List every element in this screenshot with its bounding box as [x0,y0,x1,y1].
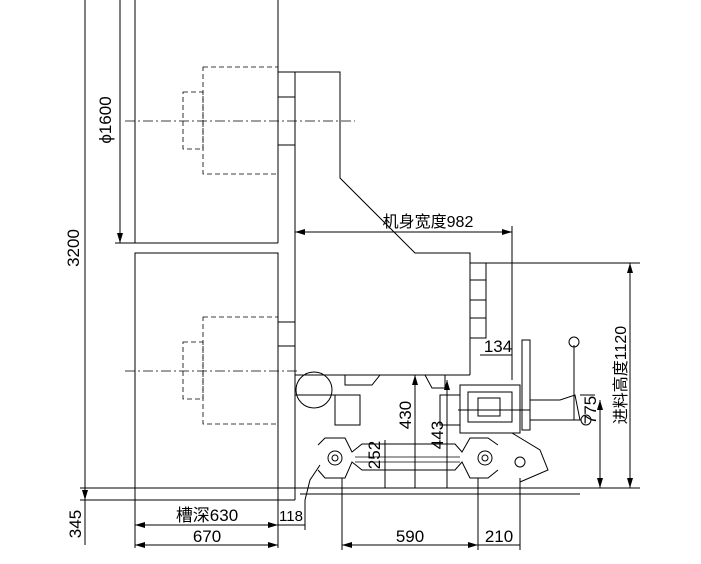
dim-3200-label: 3200 [64,229,83,267]
dim-134-label: 134 [484,337,512,356]
overall-height-dimension: 3200 [64,0,135,501]
machine-width-dimension: 机身宽度982 [295,213,513,380]
upper-roller-housing [125,0,355,244]
dim-d1600-label: ϕ1600 [96,96,115,143]
dim-775-label: 775 [581,396,600,424]
dim-430-label: 430 [396,401,415,429]
vertical-dimensions: 430 443 252 [365,375,450,488]
dim-590-label: 590 [396,527,424,546]
dim-670-label: 670 [193,527,221,546]
dim-345-label: 345 [66,510,85,538]
machine-frame [278,71,487,500]
feed-height-dimension: 进料高度1120 775 [486,262,640,488]
dim-630-label: 槽深630 [176,506,238,525]
roller-diameter-dimension: ϕ1600 [96,0,135,244]
dim-210-label: 210 [485,527,513,546]
dim-1120-label: 进料高度1120 [612,326,630,425]
bottom-dimensions: 345 槽深630 118 670 590 210 [66,478,521,550]
lower-roller-housing [125,252,300,501]
dim-118-label: 118 [279,508,303,525]
base-lines [80,487,640,501]
dim-252-label: 252 [365,441,384,469]
dim-443-label: 443 [428,421,447,449]
dim-982-label: 机身宽度982 [383,213,474,231]
crushing-chamber [304,394,499,501]
